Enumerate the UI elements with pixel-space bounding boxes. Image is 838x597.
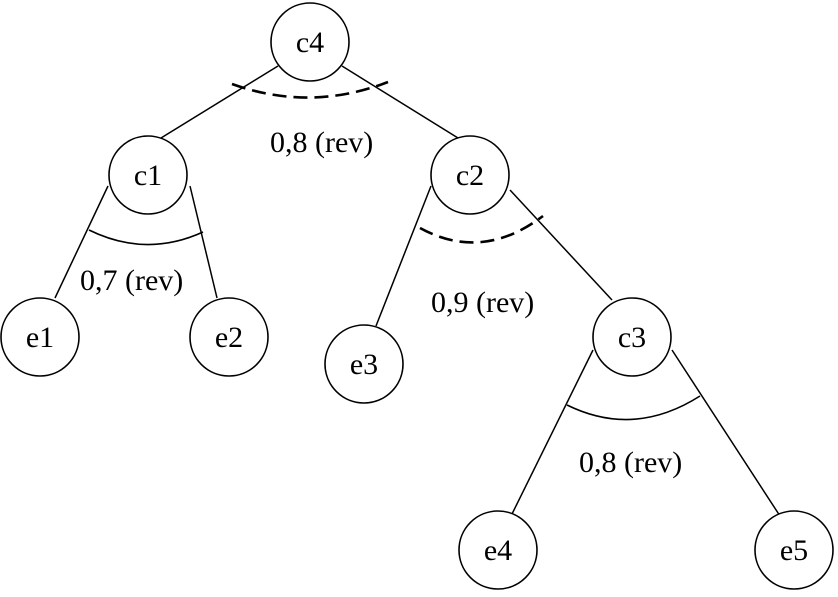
arc-label-c4: 0,8 (rev) — [270, 126, 373, 159]
node-label-e1: e1 — [26, 321, 54, 354]
arcs — [88, 80, 701, 421]
node-label-e2: e2 — [215, 321, 243, 354]
node-label-e3: e3 — [350, 348, 378, 381]
edge-c2-e3 — [375, 185, 432, 327]
edge-c1-e1 — [54, 185, 109, 299]
edge-c3-e4 — [511, 349, 594, 515]
arc-label-c3: 0,8 (rev) — [579, 446, 682, 479]
node-label-e5: e5 — [780, 534, 808, 567]
edge-c1-e2 — [189, 185, 218, 299]
edge-c4-c2 — [341, 65, 459, 139]
edge-c4-c1 — [160, 65, 279, 139]
node-e1: e1 — [0, 297, 80, 377]
node-label-c4: c4 — [296, 26, 324, 59]
node-c2: c2 — [430, 135, 510, 215]
arc-c1 — [88, 229, 204, 246]
arc-label-c1: 0,7 (rev) — [80, 264, 183, 297]
node-e2: e2 — [189, 297, 269, 377]
node-e5: e5 — [754, 510, 834, 590]
arc-c2 — [419, 214, 544, 244]
node-c1: c1 — [108, 135, 188, 215]
node-c3: c3 — [592, 297, 672, 377]
node-c4: c4 — [270, 2, 350, 82]
node-label-c1: c1 — [134, 159, 162, 192]
arc-c4 — [231, 80, 389, 99]
edges — [54, 65, 781, 517]
node-label-c3: c3 — [618, 321, 646, 354]
arc-labels: 0,8 (rev) 0,7 (rev) 0,9 (rev) 0,8 (rev) — [80, 126, 682, 479]
arc-c3 — [566, 395, 701, 421]
node-e3: e3 — [324, 324, 404, 404]
node-label-e4: e4 — [484, 534, 512, 567]
edge-c3-e5 — [671, 349, 781, 517]
arc-label-c2: 0,9 (rev) — [431, 286, 534, 319]
node-e4: e4 — [458, 510, 538, 590]
edge-c2-c3 — [509, 189, 613, 301]
node-label-c2: c2 — [456, 159, 484, 192]
